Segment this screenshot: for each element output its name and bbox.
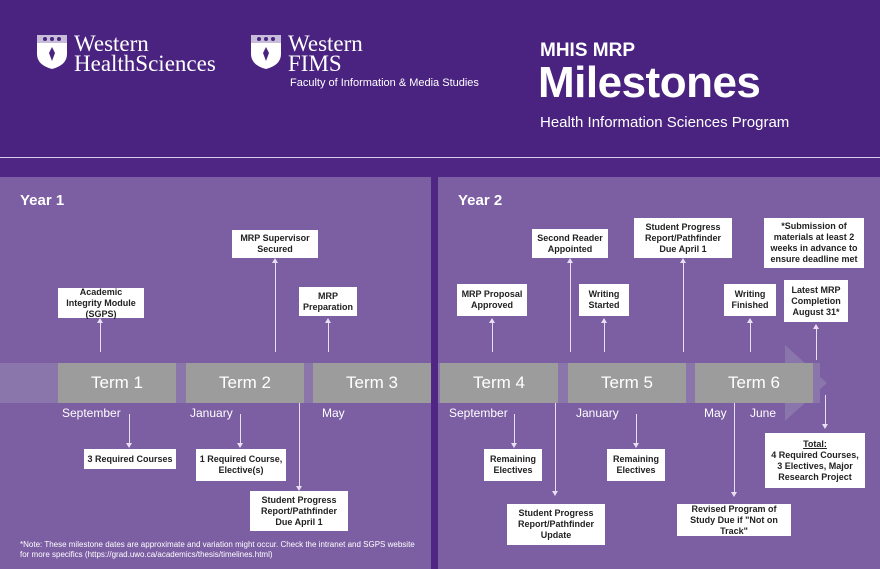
connector [825,395,826,425]
connector [240,414,241,444]
term-5: Term 5 [568,363,686,403]
arrow-up-icon [567,258,573,263]
arrow-up-icon [601,318,607,323]
milestone-latest-completion: Latest MRP Completion August 31* [784,280,848,322]
arrow-up-icon [813,324,819,329]
month-may-y2: May [704,406,727,420]
milestone-revised-program: Revised Program of Study Due if "Not on … [677,504,791,536]
arrow-up-icon [97,318,103,323]
term-4: Term 4 [440,363,558,403]
western-fims-shield-icon [251,35,281,69]
connector [636,414,637,444]
page-title: Milestones [538,58,761,107]
total-detail: 4 Required Courses, 3 Electives, Major R… [771,449,859,482]
connector [492,322,493,352]
header-divider [0,157,880,158]
connector [750,322,751,352]
connector [275,262,276,352]
milestone-submission-note: *Submission of materials at least 2 week… [764,218,864,268]
milestone-remaining-electives-t5: Remaining Electives [607,449,665,481]
connector [328,322,329,352]
footnote: *Note: These milestone dates are approxi… [20,540,415,559]
arrow-down-icon [731,492,737,497]
milestone-progress-report-y1: Student Progress Report/Pathfinder Due A… [250,491,348,531]
month-september-y2: September [449,406,508,420]
arrow-down-icon [126,443,132,448]
milestone-supervisor-secured: MRP Supervisor Secured [232,230,318,258]
logo-fims-line1: Western [288,31,363,56]
header: Western HealthSciences Western FIMS Facu… [0,0,880,157]
year-divider [431,177,438,569]
arrow-up-icon [489,318,495,323]
header-eyebrow: MHIS MRP [540,40,635,61]
connector [604,322,605,352]
connector [555,403,556,492]
connector [683,262,684,352]
total-label: Total: [803,438,827,449]
connector [129,414,130,444]
connector [100,322,101,352]
term-2: Term 2 [186,363,304,403]
term-1: Term 1 [58,363,176,403]
arrow-up-icon [325,318,331,323]
arrow-down-icon [237,443,243,448]
arrow-down-icon [511,443,517,448]
connector [514,414,515,444]
logo-healthsciences-line2: HealthSciences [74,51,216,76]
milestone-progress-report-y2: Student Progress Report/Pathfinder Due A… [634,218,732,258]
term-6: Term 6 [695,363,813,403]
arrow-down-icon [552,491,558,496]
logo-fims-line2: FIMS [288,51,342,76]
milestone-academic-integrity: Academic Integrity Module (SGPS) [58,287,144,319]
western-shield-icon [37,35,67,69]
arrow-down-icon [633,443,639,448]
logo-fims-subtitle: Faculty of Information & Media Studies [290,77,479,89]
milestone-second-reader: Second Reader Appointed [532,229,608,258]
milestone-writing-finished: Writing Finished [724,284,776,316]
program-name: Health Information Sciences Program [540,114,790,131]
connector [734,403,735,493]
milestone-total: Total: 4 Required Courses, 3 Electives, … [765,433,865,488]
arrow-up-icon [747,318,753,323]
month-may-y1: May [322,406,345,420]
month-september-y1: September [62,406,121,420]
connector [570,262,571,352]
milestone-3-required-courses: 3 Required Courses [84,449,176,469]
connector [299,403,300,487]
milestone-mrp-preparation: MRP Preparation [299,287,357,316]
month-june-y2: June [750,406,777,420]
arrow-up-icon [680,258,686,263]
month-january-y1: January [190,406,233,420]
milestone-required-elective: 1 Required Course, Elective(s) [196,449,286,481]
milestone-proposal-approved: MRP Proposal Approved [457,284,527,316]
term-3: Term 3 [313,363,431,403]
month-january-y2: January [576,406,619,420]
arrow-down-icon [296,486,302,491]
connector [816,328,817,360]
milestone-remaining-electives-t4: Remaining Electives [484,449,542,481]
milestone-progress-update: Student Progress Report/Pathfinder Updat… [507,504,605,545]
arrow-down-icon [822,424,828,429]
year2-label: Year 2 [458,192,503,209]
logo-healthsciences-line1: Western [74,31,149,56]
year1-label: Year 1 [20,192,65,209]
milestone-writing-started: Writing Started [579,284,629,316]
arrow-up-icon [272,258,278,263]
